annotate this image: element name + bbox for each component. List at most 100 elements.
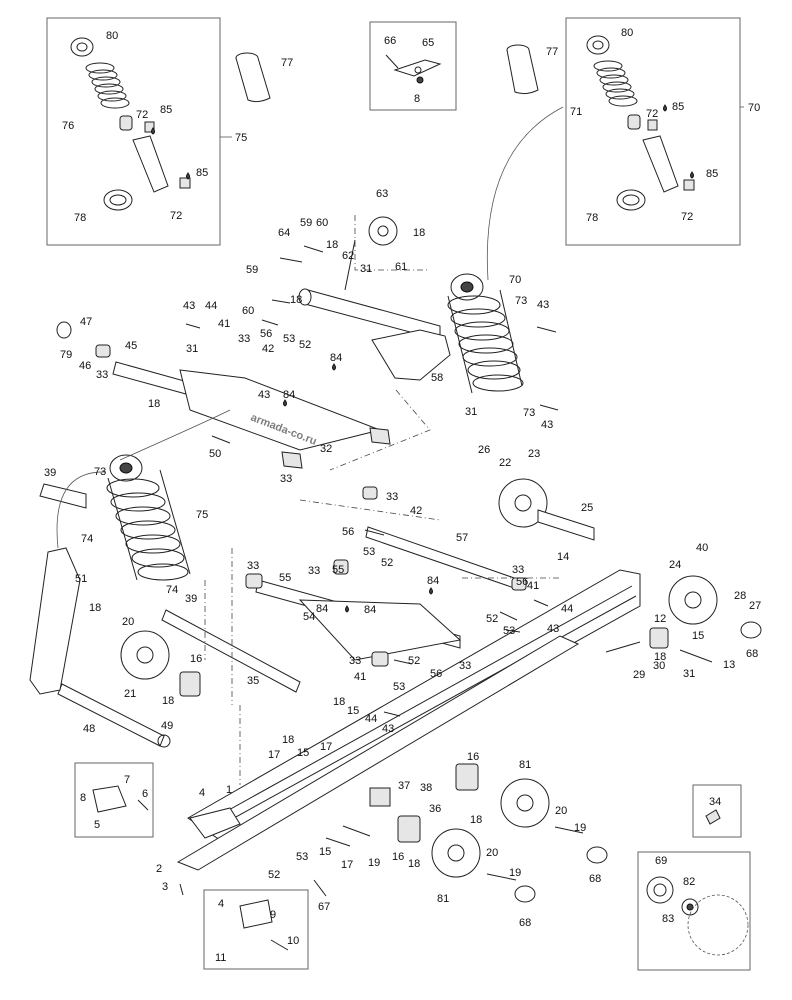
upper-cross-shaft-assembly [298,216,451,381]
spring-shock-assembly-icon [70,37,191,211]
callout-18: 18 [282,734,294,746]
callout-51: 51 [75,573,87,585]
callout-54: 54 [303,611,315,623]
callout-72: 72 [136,109,148,121]
callout-81: 81 [437,893,449,905]
callout-84: 84 [427,575,439,587]
callout-18: 18 [89,602,101,614]
callout-18: 18 [333,696,345,708]
callout-60: 60 [242,305,254,317]
callout-13: 13 [723,659,735,671]
callout-33: 33 [238,333,250,345]
idler-wheels [120,478,718,878]
callout-8: 8 [414,93,420,105]
callout-43: 43 [382,723,394,735]
callout-84: 84 [316,603,328,615]
shafts [39,483,301,748]
callout-53: 53 [283,333,295,345]
callout-1: 1 [226,784,232,796]
callout-41: 41 [527,580,539,592]
callout-15: 15 [319,846,331,858]
callout-68: 68 [519,917,531,929]
callout-84: 84 [283,389,295,401]
bumper-detail-box [203,889,309,970]
callout-40: 40 [696,542,708,554]
callout-84: 84 [364,604,376,616]
callout-47: 47 [80,316,92,328]
callout-52: 52 [408,655,420,667]
callout-7: 7 [124,774,130,786]
callout-52: 52 [268,869,280,881]
callout-33: 33 [308,565,320,577]
callout-53: 53 [503,625,515,637]
callout-81: 81 [519,759,531,771]
callout-62: 62 [342,250,354,262]
callout-19: 19 [574,822,586,834]
callout-85: 85 [672,101,684,113]
callout-39: 39 [185,593,197,605]
bump-stop-77-right [506,44,539,95]
callout-52: 52 [299,339,311,351]
callout-42: 42 [262,343,274,355]
callout-24: 24 [669,559,681,571]
construction-lines [56,106,564,785]
callout-17: 17 [268,749,280,761]
callout-30: 30 [653,660,665,672]
callout-31: 31 [683,668,695,680]
callout-56: 56 [430,668,442,680]
slider-blocks [92,627,669,929]
callout-50: 50 [209,448,221,460]
callout-84: 84 [330,352,342,364]
callout-8: 8 [80,792,86,804]
callout-53: 53 [363,546,375,558]
callout-65: 65 [422,37,434,49]
callout-20: 20 [555,805,567,817]
callout-28: 28 [734,590,746,602]
callout-31: 31 [465,406,477,418]
callout-72: 72 [646,108,658,120]
callout-43: 43 [541,419,553,431]
callout-12: 12 [654,613,666,625]
callout-79: 79 [60,349,72,361]
callout-18: 18 [326,239,338,251]
callout-18: 18 [148,398,160,410]
callout-68: 68 [589,873,601,885]
callout-41: 41 [218,318,230,330]
callout-73: 73 [94,466,106,478]
callout-78: 78 [74,212,86,224]
callout-59: 59 [300,217,312,229]
callout-64: 64 [278,227,290,239]
callout-15: 15 [347,705,359,717]
callout-75: 75 [196,509,208,521]
callout-27: 27 [749,600,761,612]
callout-18: 18 [290,294,302,306]
callout-16: 16 [190,653,202,665]
callout-31: 31 [360,263,372,275]
callout-45: 45 [125,340,137,352]
wheel-bearing-detail-icon [646,876,749,956]
callout-70: 70 [509,274,521,286]
callout-21: 21 [124,688,136,700]
callout-57: 57 [456,532,468,544]
callout-22: 22 [499,457,511,469]
callout-70: 70 [748,102,760,114]
wheel-81-icon [500,778,550,828]
callout-36: 36 [429,803,441,815]
callout-56: 56 [516,576,528,588]
callout-85: 85 [160,104,172,116]
slide-rail-assembly [176,569,641,871]
callout-44: 44 [561,603,573,615]
callout-16: 16 [392,851,404,863]
callout-20: 20 [486,847,498,859]
callout-77: 77 [546,46,558,58]
callout-15: 15 [297,747,309,759]
callout-76: 76 [62,120,74,132]
callout-85: 85 [196,167,208,179]
callout-59: 59 [246,264,258,276]
callout-49: 49 [161,720,173,732]
callout-18: 18 [470,814,482,826]
callout-69: 69 [655,855,667,867]
callout-9: 9 [270,909,276,921]
callout-25: 25 [581,502,593,514]
